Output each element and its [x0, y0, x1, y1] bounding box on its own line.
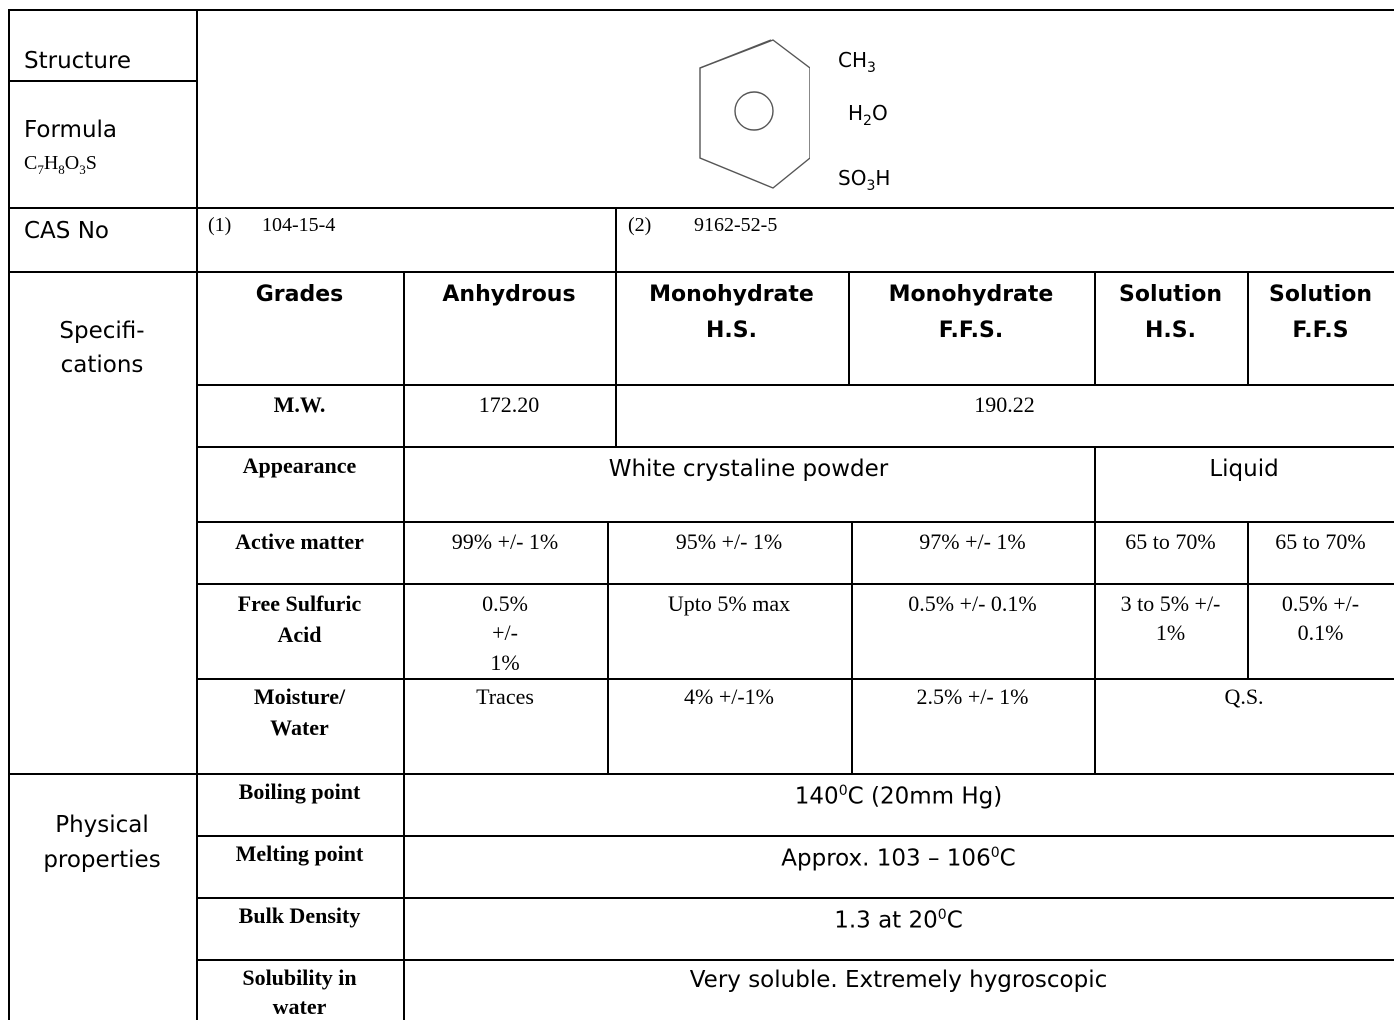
cas-1-value: 104-15-4	[262, 214, 336, 236]
molecular-formula: C7H8O3S	[24, 152, 97, 177]
rule-specs-physical	[8, 773, 1394, 775]
header-mono-ffs-line-2: F.F.S.	[938, 318, 1004, 343]
cas-2-index: (2)	[628, 214, 652, 236]
rule-header-sol-ffs	[1247, 271, 1249, 384]
mw-anhydrous: 172.20	[478, 392, 540, 417]
solubility-value: Very soluble. Extremely hygroscopic	[689, 967, 1108, 993]
moisture-label-line-2: Water	[270, 715, 329, 740]
specifications-label-line-2: cations	[60, 352, 144, 378]
header-sol-hs-line-2: H.S.	[1145, 318, 1196, 343]
free-sulfuric-mono-ffs: 0.5% +/- 0.1%	[908, 591, 1037, 616]
active-matter-sol-ffs: 65 to 70%	[1275, 529, 1366, 554]
rule-melting-bulk	[196, 897, 1394, 899]
bulk-density-label: Bulk Density	[238, 903, 361, 928]
aromatic-circle	[734, 91, 774, 131]
appearance-label: Appearance	[242, 453, 357, 478]
physical-label-line-1: Physical	[55, 812, 149, 838]
mw-label: M.W.	[273, 392, 326, 417]
solubility-label-line-2: water	[272, 994, 327, 1019]
header-sol-hs-line-1: Solution	[1119, 282, 1222, 307]
physical-label-line-2: properties	[43, 847, 161, 873]
boiling-point-label: Boiling point	[238, 779, 361, 804]
rule-bulk-solubility	[196, 959, 1394, 961]
header-mono-ffs-line-1: Monohydrate	[888, 282, 1054, 307]
moisture-solution: Q.S.	[1224, 684, 1264, 709]
rule-appearance-active	[196, 521, 1394, 523]
appearance-liquid: Liquid	[1209, 456, 1279, 482]
active-matter-sol-hs: 65 to 70%	[1125, 529, 1216, 554]
benzene-ring-structure	[699, 39, 810, 189]
free-sulfuric-sol-ffs-line-1: 0.5% +/-	[1281, 591, 1360, 616]
free-sulfuric-anhydrous-line-2: +/-	[492, 620, 518, 645]
melting-point-value: Approx. 103 – 1060C	[781, 845, 1016, 872]
melting-point-label: Melting point	[235, 841, 364, 866]
free-sulfuric-label-line-2: Acid	[277, 622, 322, 647]
rule-boiling-melting	[196, 835, 1394, 837]
h2o-label: H2O	[848, 101, 888, 129]
rule-header-sol-hs	[1094, 271, 1096, 384]
rule-cas-specs	[8, 271, 1394, 273]
table-border-left	[8, 9, 10, 1020]
rule-mono-hs-column	[607, 521, 609, 773]
header-grades: Grades	[255, 282, 344, 307]
active-matter-mono-ffs: 97% +/- 1%	[919, 529, 1026, 554]
boiling-point-value: 1400C (20mm Hg)	[794, 783, 1003, 810]
so3h-group-label: SO3H	[838, 166, 891, 194]
rule-header-mono-ffs	[848, 271, 850, 384]
free-sulfuric-sol-hs-line-1: 3 to 5% +/-	[1120, 591, 1221, 616]
free-sulfuric-anhydrous-line-3: 1%	[490, 650, 520, 675]
rule-mw-split	[615, 384, 617, 446]
rule-formula-cas	[8, 207, 1394, 209]
rule-sulfuric-moisture	[196, 678, 1394, 680]
rule-active-sulfuric	[196, 583, 1394, 585]
rule-solution-column	[1094, 521, 1096, 773]
rule-appearance-split	[1094, 446, 1096, 521]
ch3-group-label: CH3	[838, 48, 876, 76]
formula-label: Formula	[24, 117, 117, 143]
moisture-mono-ffs: 2.5% +/- 1%	[916, 684, 1029, 709]
header-mono-hs-line-1: Monohydrate	[649, 282, 814, 307]
active-matter-label: Active matter	[235, 529, 364, 554]
cas-label: CAS No	[24, 218, 109, 244]
appearance-solid: White crystaline powder	[608, 456, 889, 482]
rule-grades-column	[403, 271, 405, 1020]
rule-sol-ffs-column	[1247, 521, 1249, 678]
structure-label: Structure	[24, 48, 131, 74]
rule-structure-formula	[8, 80, 196, 82]
solubility-label-line-1: Solubility in	[242, 965, 357, 990]
mw-others: 190.22	[974, 392, 1035, 417]
cas-2-value: 9162-52-5	[694, 214, 778, 236]
header-anhydrous: Anhydrous	[442, 282, 576, 307]
bulk-density-value: 1.3 at 200C	[834, 907, 963, 934]
free-sulfuric-mono-hs: Upto 5% max	[667, 591, 791, 616]
free-sulfuric-label-line-1: Free Sulfuric	[237, 591, 362, 616]
free-sulfuric-anhydrous-line-1: 0.5%	[482, 591, 528, 616]
free-sulfuric-sol-hs-line-2: 1%	[1155, 620, 1186, 645]
rule-mono-ffs-column	[851, 521, 853, 773]
active-matter-mono-hs: 95% +/- 1%	[675, 529, 783, 554]
header-sol-ffs-line-2: F.F.S	[1292, 318, 1349, 343]
rule-mw-appearance	[196, 446, 1394, 448]
rule-label-column	[196, 9, 198, 1020]
moisture-label-line-1: Moisture/	[253, 684, 346, 709]
header-mono-hs-line-2: H.S.	[706, 318, 757, 343]
rule-cas-split	[615, 207, 617, 384]
table-border-top	[8, 9, 1394, 11]
rule-header-mw	[196, 384, 1394, 386]
moisture-anhydrous: Traces	[476, 684, 534, 709]
moisture-mono-hs: 4% +/-1%	[684, 684, 774, 709]
ring-bond	[699, 39, 772, 69]
specifications-label-line-1: Specifi-	[59, 318, 145, 344]
cas-1-index: (1)	[208, 214, 232, 236]
header-sol-ffs-line-1: Solution	[1269, 282, 1372, 307]
free-sulfuric-sol-ffs-line-2: 0.1%	[1297, 620, 1344, 645]
active-matter-anhydrous: 99% +/- 1%	[451, 529, 559, 554]
